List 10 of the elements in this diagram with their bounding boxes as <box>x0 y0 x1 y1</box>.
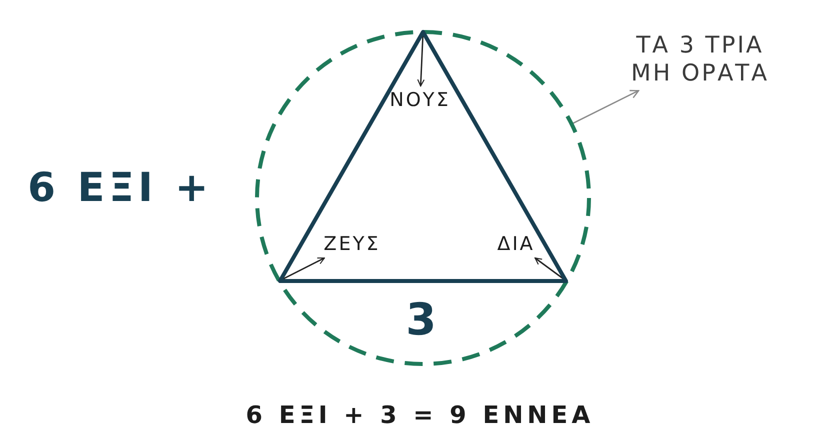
annotation-text: ΤΑ 3 ΤΡΙΑ ΜΗ ΟΡΑΤΑ <box>620 32 780 88</box>
vertex-label: ΖΕΥΣ <box>324 233 380 255</box>
equation-term: 6 ΕΞΙ + <box>28 165 212 211</box>
equation-text: 6 ΕΞΙ + 3 = 9 ΕΝΝΕΑ <box>246 401 594 429</box>
arrow <box>280 257 325 281</box>
side-number: 3 <box>406 294 440 346</box>
vertex-label: ΝΟΥΣ <box>390 89 450 111</box>
vertex-label: ΔΙΑ <box>497 233 535 255</box>
arrow <box>534 257 566 281</box>
arrow <box>571 90 640 125</box>
